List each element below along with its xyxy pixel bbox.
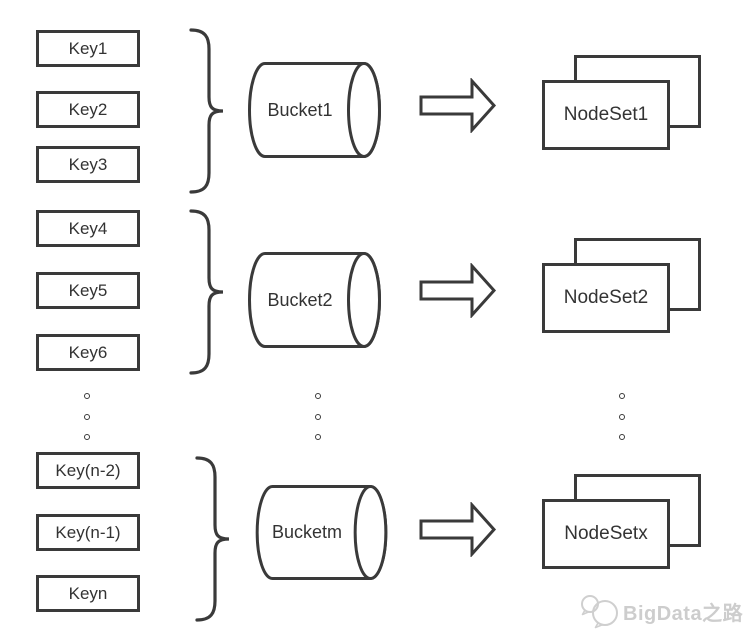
- nodeset-stack: NodeSet1: [542, 55, 704, 153]
- nodeset-stack: NodeSet2: [542, 238, 704, 336]
- key-box: Key(n-2): [36, 452, 140, 489]
- nodeset-label: NodeSet1: [563, 104, 649, 125]
- key-label: Key6: [68, 342, 108, 362]
- bucket-cylinder: Bucket1: [248, 61, 382, 159]
- key-box: Key3: [36, 146, 140, 183]
- chat-bubbles-icon: [579, 593, 619, 629]
- key-label: Keyn: [68, 583, 108, 603]
- bucket-label: Bucket1: [267, 99, 333, 120]
- right-arrow-icon: [419, 502, 497, 557]
- right-arrow-icon: [419, 78, 497, 133]
- right-curly-brace-icon: [188, 27, 226, 195]
- nodeset-label: NodeSet2: [563, 287, 649, 308]
- ellipsis-dot: [619, 414, 625, 420]
- bucket-label: Bucket2: [267, 289, 333, 310]
- nodeset-stack: NodeSetx: [542, 474, 704, 572]
- nodeset-front-card: NodeSet2: [542, 263, 670, 333]
- ellipsis-dot: [315, 434, 321, 440]
- ellipsis-dot: [84, 434, 90, 440]
- right-arrow-icon: [419, 263, 497, 318]
- key-label: Key4: [68, 218, 108, 238]
- nodeset-label: NodeSetx: [564, 523, 648, 544]
- key-box: Keyn: [36, 575, 140, 612]
- nodeset-front-card: NodeSetx: [542, 499, 670, 569]
- nodeset-front-card: NodeSet1: [542, 80, 670, 150]
- ellipsis-dot: [619, 434, 625, 440]
- ellipsis-dot: [315, 393, 321, 399]
- key-label: Key1: [68, 38, 108, 58]
- watermark: BigData之路: [579, 593, 743, 629]
- ellipsis-dot: [315, 414, 321, 420]
- key-label: Key2: [68, 99, 108, 119]
- key-box: Key2: [36, 91, 140, 128]
- right-curly-brace-icon: [188, 208, 226, 376]
- right-curly-brace-icon: [194, 454, 232, 624]
- ellipsis-dot: [84, 414, 90, 420]
- key-label: Key3: [68, 154, 108, 174]
- watermark-text: BigData之路: [623, 602, 744, 625]
- key-box: Key1: [36, 30, 140, 67]
- bucket-cylinder: Bucketm: [255, 484, 389, 581]
- ellipsis-dot: [619, 393, 625, 399]
- key-box: Key(n-1): [36, 514, 140, 551]
- key-label: Key(n-2): [55, 460, 121, 480]
- bucket-cylinder: Bucket2: [248, 251, 382, 349]
- key-box: Key5: [36, 272, 140, 309]
- key-box: Key4: [36, 210, 140, 247]
- ellipsis-dot: [84, 393, 90, 399]
- key-label: Key(n-1): [55, 522, 121, 542]
- bucket-label: Bucketm: [271, 522, 343, 542]
- key-box: Key6: [36, 334, 140, 371]
- key-label: Key5: [68, 280, 108, 300]
